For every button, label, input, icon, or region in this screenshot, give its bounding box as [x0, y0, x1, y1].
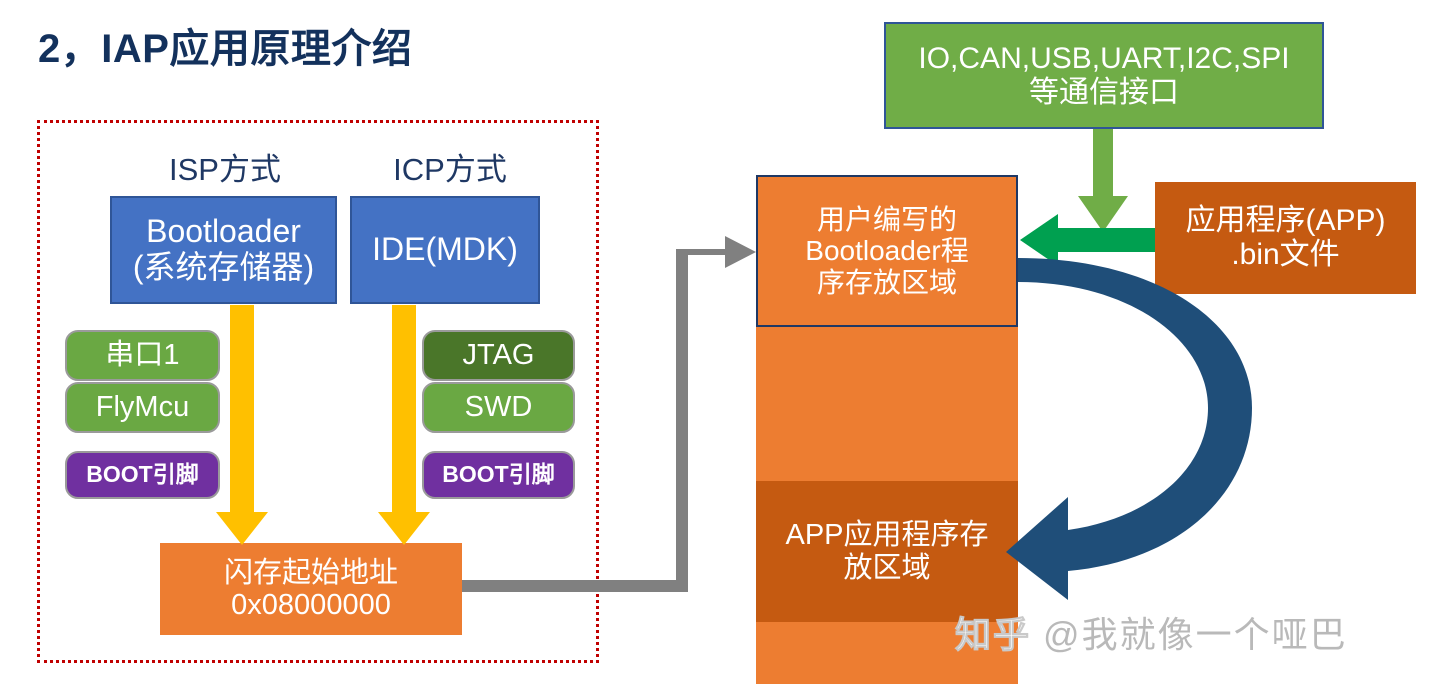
isp-tag-serial-port[interactable]: 串口1 — [65, 330, 220, 381]
app-file-to-bootloader-arrow — [1020, 214, 1155, 266]
zhihu-logo-text: 知乎 — [954, 614, 1032, 656]
ide-mdk-box[interactable]: IDE(MDK) — [350, 196, 540, 304]
memory-app-line2: 放区域 — [843, 551, 931, 584]
bootloader-box-line1: Bootloader — [146, 213, 301, 250]
watermark: 知乎 @我就像一个哑巴 — [954, 606, 1348, 658]
memory-app-region[interactable]: APP应用程序存 放区域 — [756, 481, 1018, 622]
memory-bootloader-line2: Bootloader程 — [805, 235, 969, 267]
icp-method-heading: ICP方式 — [393, 151, 507, 187]
page-title: 2，IAP应用原理介绍 — [38, 27, 413, 71]
watermark-username: @我就像一个哑巴 — [1043, 614, 1348, 655]
icp-tag-jtag[interactable]: JTAG — [422, 330, 575, 381]
communication-interfaces-box[interactable]: IO,CAN,USB,UART,I2C,SPI 等通信接口 — [884, 22, 1324, 129]
memory-bootloader-line1: 用户编写的 — [816, 203, 957, 235]
app-file-line2: .bin文件 — [1231, 238, 1340, 271]
interfaces-line1: IO,CAN,USB,UART,I2C,SPI — [918, 41, 1290, 75]
isp-tag-boot-pin[interactable]: BOOT引脚 — [65, 451, 220, 499]
bootloader-to-app-curved-arrow — [1006, 258, 1252, 600]
memory-bootloader-region[interactable]: 用户编写的 Bootloader程 序存放区域 — [756, 175, 1018, 327]
interfaces-line2: 等通信接口 — [1029, 75, 1179, 109]
icp-tag-boot-pin[interactable]: BOOT引脚 — [422, 451, 575, 499]
app-bin-file-box[interactable]: 应用程序(APP) .bin文件 — [1155, 182, 1416, 294]
flash-start-address-box[interactable]: 闪存起始地址 0x08000000 — [160, 543, 462, 635]
memory-bootloader-line3: 序存放区域 — [816, 266, 957, 298]
app-file-line1: 应用程序(APP) — [1185, 204, 1386, 238]
flash-address-line2: 0x08000000 — [231, 589, 391, 621]
bootloader-system-memory-box[interactable]: Bootloader (系统存储器) — [110, 196, 337, 304]
interfaces-down-arrow — [1078, 129, 1128, 232]
icp-tag-swd[interactable]: SWD — [422, 382, 575, 433]
isp-tag-flymcu[interactable]: FlyMcu — [65, 382, 220, 433]
bootloader-box-line2: (系统存储器) — [132, 249, 315, 285]
flash-address-line1: 闪存起始地址 — [223, 556, 398, 589]
isp-method-heading: ISP方式 — [169, 151, 281, 187]
memory-app-line1: APP应用程序存 — [785, 519, 989, 552]
